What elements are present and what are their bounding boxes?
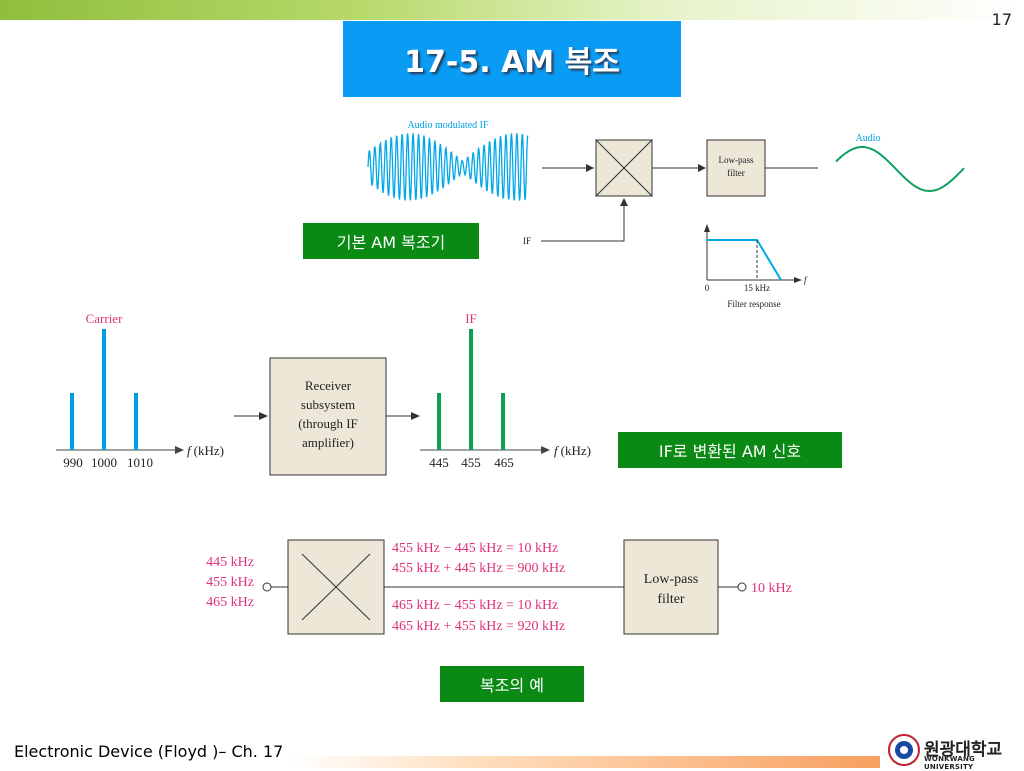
footer-text: Electronic Device (Floyd )– Ch. 17 [14,742,284,761]
page-number: 17 [991,10,1012,29]
eq-1: 455 kHz − 445 kHz = 10 kHz [392,541,558,556]
label-if-am-signal: IF로 변환된 AM 신호 [618,432,842,468]
lpf-block-1 [706,139,766,197]
if-wire [541,200,625,242]
eq-3: 465 kHz − 455 kHz = 10 kHz [392,598,558,613]
resp-curve [707,239,782,281]
eq-2: 455 kHz + 445 kHz = 900 kHz [392,561,565,576]
carrier-label: Carrier [86,311,123,326]
arrow-head [586,164,594,172]
tick-445: 445 [429,455,449,470]
audio-label: Audio [856,133,881,144]
eq-4: 465 kHz + 455 kHz = 920 kHz [392,619,565,634]
input-445: 445 kHz [206,555,254,570]
arrow-head [698,164,706,172]
label-demod-example: 복조의 예 [440,666,584,702]
am-waveform [367,133,529,201]
slide-title: 17-5. AM 복조 [343,21,681,97]
output-terminal [737,582,747,592]
receiver-line-4: amplifier) [302,435,354,450]
audio-sine [835,146,965,192]
axis-label-right: f(kHz) [554,443,591,458]
university-logo-name: 원광대학교 [924,740,1003,760]
receiver-line-2: subsystem [301,397,355,412]
arrow-head [175,446,184,454]
resp-f: f [804,275,808,285]
input-terminal [262,582,272,592]
arrow-head [411,412,420,420]
lpf1-line1: Low-pass [719,155,754,165]
lpf2-line2: filter [657,592,685,607]
tick-465: 465 [494,455,514,470]
receiver-block [269,357,387,476]
if-input-label: IF [523,236,531,246]
resp-freq: 15 kHz [744,283,770,293]
if-line-center [469,329,473,450]
if-line-upper [501,393,505,450]
lpf-block-2 [623,539,719,635]
input-465: 465 kHz [206,595,254,610]
if-line-lower [437,393,441,450]
mixer2-x-line [301,553,371,621]
tick-990: 990 [63,455,83,470]
output-freq: 10 kHz [751,581,792,596]
receiver-line-1: Receiver [305,378,352,393]
arrow-head [704,224,710,232]
label-basic-demodulator: 기본 AM 복조기 [303,223,479,259]
university-seal [900,746,908,754]
axis-label-left: f(kHz) [187,443,224,458]
if-spectrum-label: IF [465,311,477,326]
resp-caption: Filter response [727,299,780,309]
input-455: 455 kHz [206,575,254,590]
bottom-gradient-bar [290,756,880,768]
university-logo-sub: WONKWANG UNIVERSITY [924,755,975,771]
arrow-head [541,446,550,454]
tick-1010: 1010 [127,455,153,470]
arrow-head [620,198,628,206]
resp-zero: 0 [705,283,710,293]
receiver-line-3: (through IF [298,416,358,431]
spectral-line-upper [134,393,138,450]
lpf2-line1: Low-pass [644,572,698,587]
spectral-line-carrier [102,329,106,450]
top-gradient-bar [0,0,1024,20]
audio-mod-label: Audio modulated IF [407,120,489,131]
arrow-head [794,277,802,283]
spectral-line-lower [70,393,74,450]
arrow-head [259,412,268,420]
lpf1-line2: filter [727,168,745,178]
tick-1000: 1000 [91,455,117,470]
tick-455: 455 [461,455,481,470]
mixer-x-line [595,139,653,197]
